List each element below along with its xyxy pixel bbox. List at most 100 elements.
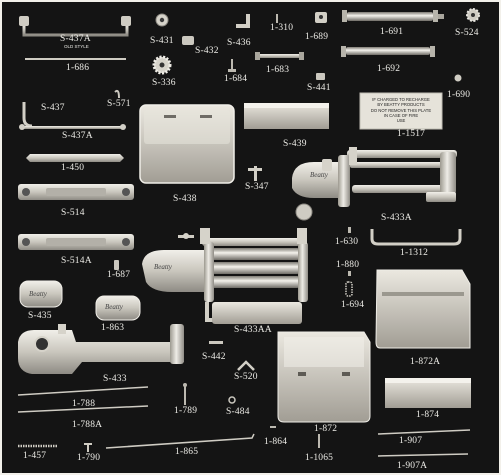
label-1-863: 1-863 — [101, 323, 125, 333]
label-old-style: OLD STYLE — [64, 44, 89, 49]
part-S-437 — [22, 102, 33, 128]
part-1-310 — [276, 14, 278, 23]
label-1-691: 1-691 — [380, 27, 404, 37]
part-S-336 — [152, 55, 172, 75]
label-S-433AA: S-433AA — [234, 325, 272, 335]
part-S-431 — [155, 13, 169, 27]
label-S-437A-old-style: S-437A — [60, 34, 91, 44]
part-S-514 — [18, 184, 134, 200]
part-S-437A — [19, 124, 126, 130]
part-1-689 — [315, 12, 327, 23]
part-1-789 — [183, 383, 187, 405]
plate-line-1: IF CHARGED TO RECHARGE — [372, 97, 430, 102]
label-1-788A: 1-788A — [72, 420, 103, 430]
part-1-630 — [348, 227, 351, 233]
label-S-514A: S-514A — [61, 256, 92, 266]
part-1-790 — [84, 443, 92, 452]
label-1-686: 1-686 — [66, 63, 90, 73]
label-S-520: S-520 — [234, 372, 258, 382]
part-1-864 — [270, 426, 276, 428]
part-1-694 — [345, 281, 353, 297]
part-S-441 — [316, 73, 325, 80]
label-1-683: 1-683 — [266, 65, 290, 75]
part-S-347 — [248, 166, 262, 181]
part-1-863 — [95, 295, 141, 321]
label-S-435: S-435 — [28, 311, 52, 321]
part-1-788 — [17, 386, 149, 396]
label-S-336: S-336 — [152, 78, 176, 88]
label-S-433: S-433 — [103, 374, 127, 384]
part-1-872 — [277, 331, 371, 423]
label-S-432: S-432 — [195, 46, 219, 56]
part-S-514A — [18, 234, 134, 250]
part-1-865 — [105, 433, 255, 449]
label-S-442: S-442 — [202, 352, 226, 362]
part-S-436 — [236, 14, 250, 28]
part-S-571 — [114, 89, 120, 99]
label-S-437: S-437 — [41, 103, 65, 113]
part-S-520 — [237, 360, 255, 371]
label-1-788: 1-788 — [72, 399, 96, 409]
part-S-433A — [292, 147, 457, 221]
label-S-438: S-438 — [173, 194, 197, 204]
label-1-880: 1-880 — [336, 260, 360, 270]
label-1-1065: 1-1065 — [305, 453, 334, 463]
brand-mark-863: Beatty — [105, 303, 123, 311]
label-1-687: 1-687 — [107, 270, 131, 280]
label-1-630: 1-630 — [335, 237, 359, 247]
part-1-1065 — [318, 434, 320, 448]
part-1-686 — [25, 58, 126, 60]
part-1-687 — [114, 260, 119, 270]
brand-mark-433A: Beatty — [310, 171, 328, 179]
label-1-689: 1-689 — [305, 32, 329, 42]
plate-line-5: USE — [396, 118, 406, 123]
label-1-310: 1-310 — [270, 23, 294, 33]
part-S-432 — [182, 36, 194, 45]
label-1-1312: 1-1312 — [400, 248, 429, 258]
part-S-433 — [18, 324, 184, 374]
part-S-438 — [139, 104, 235, 184]
label-S-347: S-347 — [245, 182, 269, 192]
part-1-907A — [377, 453, 469, 457]
part-1-1517 — [359, 92, 443, 130]
plate-line-3: DO NOT REMOVE THIS PLATE — [370, 107, 432, 113]
label-S-436: S-436 — [227, 38, 251, 48]
part-S-435 — [19, 280, 63, 308]
label-1-450: 1-450 — [61, 163, 85, 173]
part-1-691 — [342, 10, 444, 22]
label-S-484: S-484 — [226, 407, 250, 417]
label-1-790: 1-790 — [77, 453, 101, 463]
plate-1517-text: IF CHARGED TO RECHARGE BY BEATTY PRODUCT… — [363, 97, 439, 123]
label-1-907: 1-907 — [399, 436, 423, 446]
part-1-872A — [375, 269, 471, 349]
label-1-692: 1-692 — [377, 64, 401, 74]
label-1-1517: 1-1517 — [397, 129, 426, 139]
brand-mark-433AA: Beatty — [154, 263, 172, 271]
part-1-450 — [26, 154, 124, 162]
part-S-484 — [228, 396, 236, 404]
part-1-690 — [454, 74, 462, 82]
plate-line-4: IN CASE OF FIRE — [383, 112, 419, 118]
label-S-571: S-571 — [107, 99, 131, 109]
label-S-437A: S-437A — [62, 131, 93, 141]
label-1-874: 1-874 — [416, 410, 440, 420]
part-S-524 — [466, 8, 480, 22]
label-S-433A: S-433A — [381, 213, 412, 223]
label-S-514: S-514 — [61, 208, 85, 218]
part-S-439 — [244, 103, 329, 129]
label-1-864: 1-864 — [264, 437, 288, 447]
label-1-865: 1-865 — [175, 447, 199, 457]
part-1-788A — [17, 405, 149, 413]
part-S-433AA — [142, 228, 308, 324]
label-1-684: 1-684 — [224, 74, 248, 84]
label-S-441: S-441 — [307, 83, 331, 93]
part-S-437A-old-style — [19, 16, 131, 37]
part-1-880 — [348, 271, 351, 276]
part-1-684 — [228, 59, 236, 72]
brand-mark-435: Beatty — [29, 290, 47, 298]
part-1-874 — [385, 378, 471, 408]
label-S-431: S-431 — [150, 36, 174, 46]
part-S-442 — [209, 341, 223, 344]
